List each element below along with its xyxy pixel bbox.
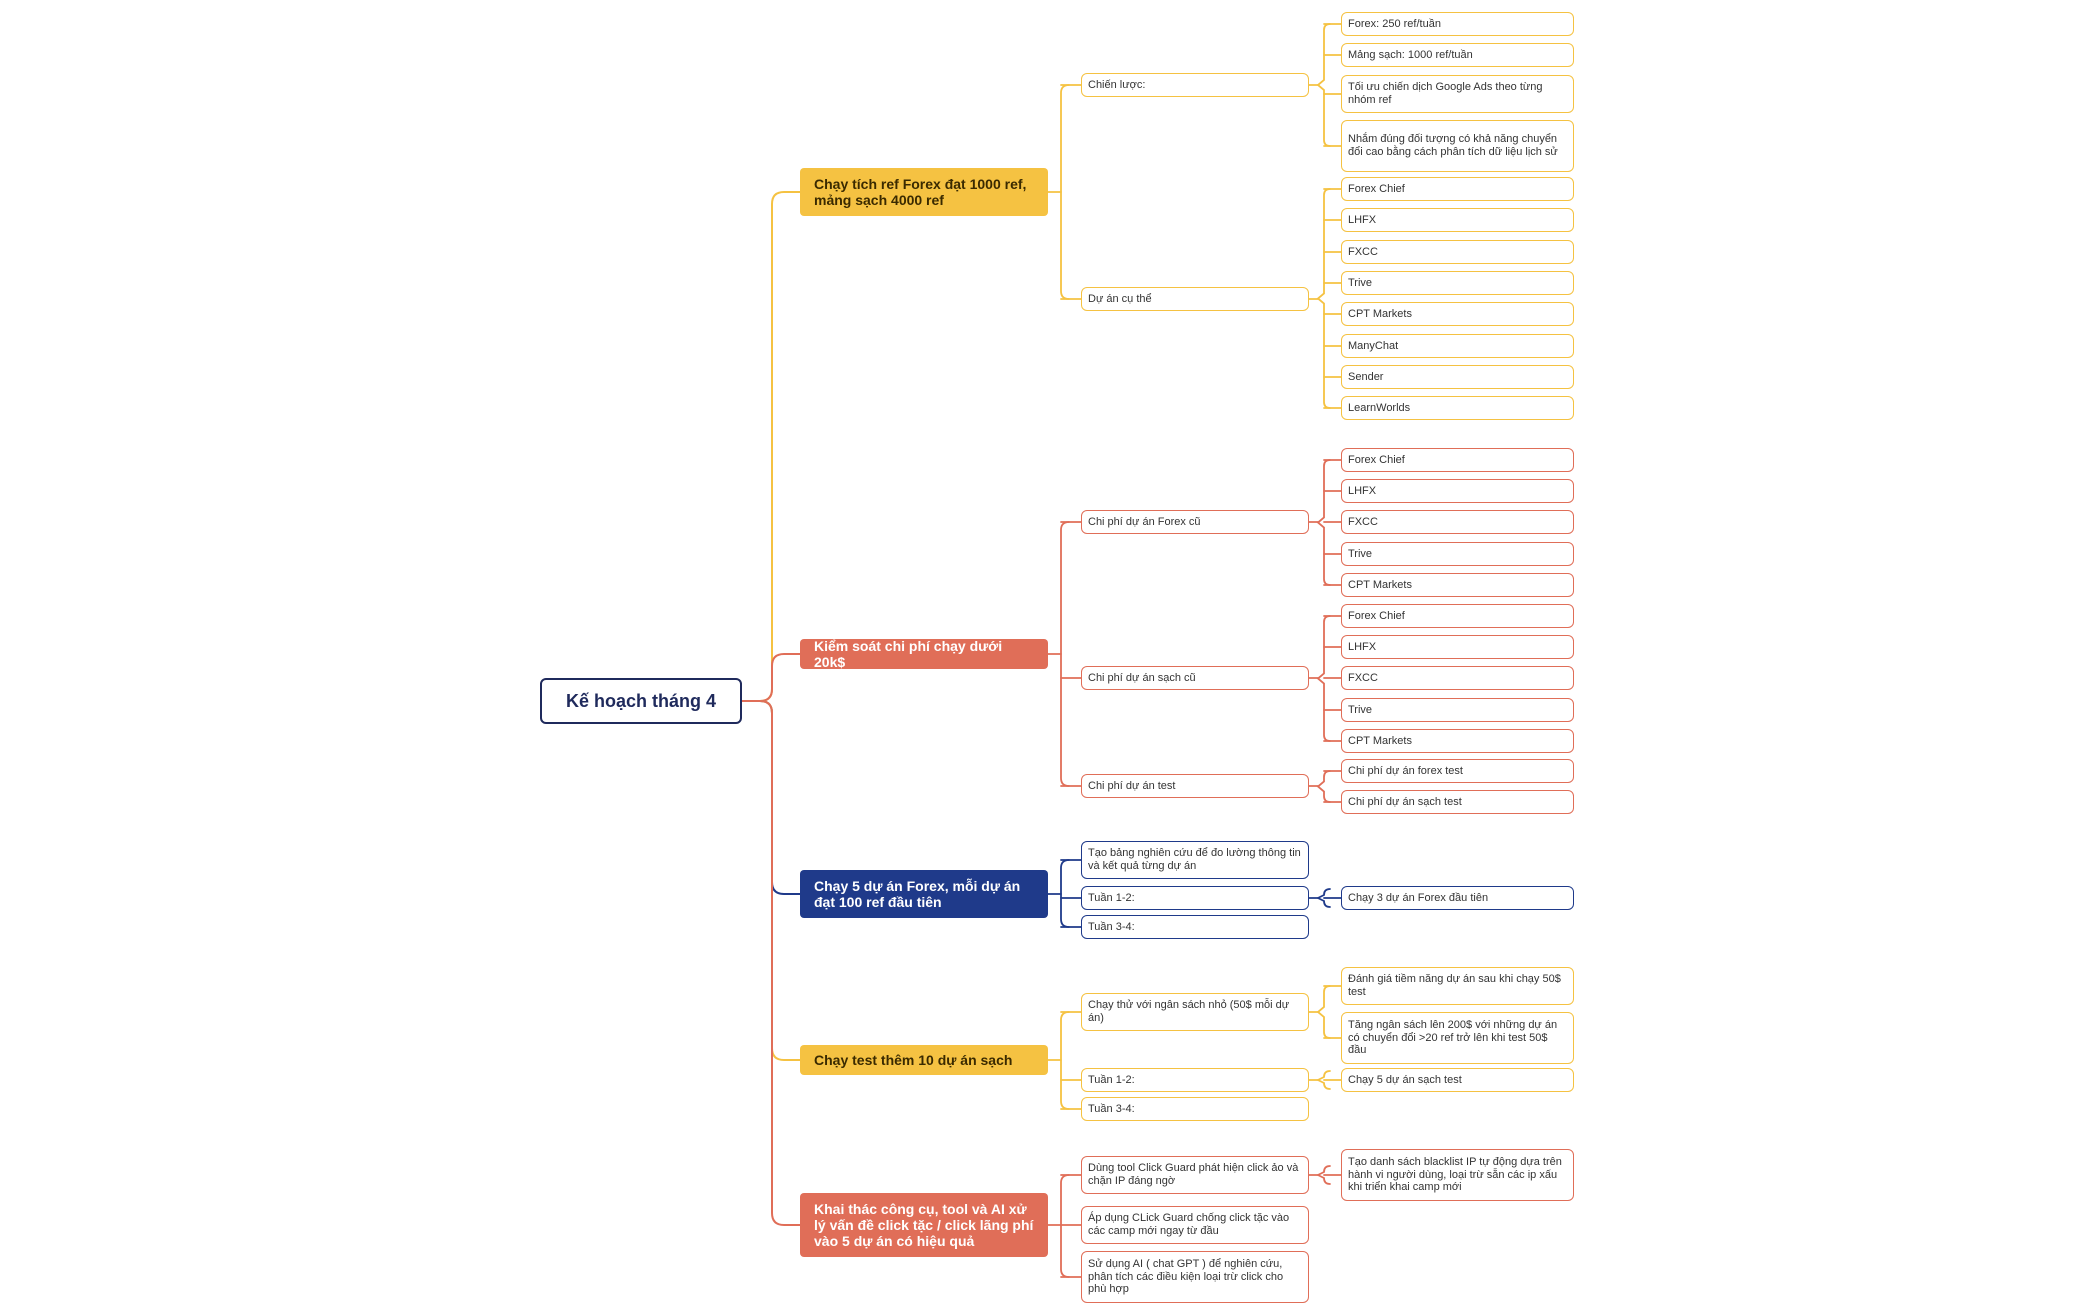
leaf-node[interactable]: Nhắm đúng đối tượng có khả năng chuyển đ… [1341, 120, 1574, 172]
leaf-node[interactable]: Mảng sạch: 1000 ref/tuần [1341, 43, 1574, 67]
root-branch-connector [741, 653, 801, 702]
leaf-node[interactable]: Tối ưu chiến dịch Google Ads theo từng n… [1341, 75, 1574, 113]
leaf-node[interactable]: FXCC [1341, 666, 1574, 690]
leaf-node[interactable]: CPT Markets [1341, 302, 1574, 326]
leaf-bracket [1316, 985, 1331, 1039]
branch-chay-5-du-an-forex[interactable]: Chạy 5 dự án Forex, mỗi dự án đạt 100 re… [800, 870, 1048, 918]
leaf-node[interactable]: Forex Chief [1341, 604, 1574, 628]
branch-khai-thac-cong-cu-ai[interactable]: Khai thác công cụ, tool và AI xử lý vấn … [800, 1193, 1048, 1257]
branch-kiem-soat-chi-phi[interactable]: Kiểm soát chi phí chạy dưới 20k$ [800, 639, 1048, 669]
leaf-node[interactable]: Forex Chief [1341, 448, 1574, 472]
leaf-node[interactable]: Chi phí dự án sạch test [1341, 790, 1574, 814]
root-branch-connector [741, 700, 801, 1061]
leaf-node[interactable]: Chi phí dự án forex test [1341, 759, 1574, 783]
leaf-bracket [1315, 1165, 1331, 1185]
sub-chay-thu-ngan-sach-nho[interactable]: Chạy thử với ngân sách nhỏ (50$ mỗi dự á… [1081, 993, 1309, 1031]
leaf-node[interactable]: CPT Markets [1341, 573, 1574, 597]
root-branch-connector [741, 700, 801, 1226]
leaf-bracket [1316, 459, 1331, 586]
sub-tuan-1-2[interactable]: Tuần 1-2: [1081, 886, 1309, 910]
sub-du-an-cu-the[interactable]: Dự án cụ thể [1081, 287, 1309, 311]
sub-ap-dung-click-guard[interactable]: Áp dụng CLick Guard chống click tặc vào … [1081, 1206, 1309, 1244]
leaf-bracket [1315, 1070, 1331, 1090]
sub-tao-bang-nghien-cuu[interactable]: Tạo bảng nghiên cứu để đo lường thông ti… [1081, 841, 1309, 879]
sub-chi-phi-forex-cu[interactable]: Chi phí dự án Forex cũ [1081, 510, 1309, 534]
leaf-node[interactable]: Forex: 250 ref/tuần [1341, 12, 1574, 36]
leaf-bracket [1316, 615, 1331, 742]
leaf-bracket [1315, 888, 1331, 908]
leaf-node[interactable]: Forex Chief [1341, 177, 1574, 201]
leaf-node[interactable]: LearnWorlds [1341, 396, 1574, 420]
leaf-node[interactable]: FXCC [1341, 510, 1574, 534]
leaf-node[interactable]: Trive [1341, 271, 1574, 295]
branch-sub-bracket [1060, 521, 1070, 787]
leaf-node[interactable]: Trive [1341, 698, 1574, 722]
leaf-node[interactable]: LHFX [1341, 635, 1574, 659]
leaf-bracket [1316, 23, 1331, 147]
branch-chay-test-du-an-sach[interactable]: Chạy test thêm 10 dự án sạch [800, 1045, 1048, 1075]
leaf-node[interactable]: Chạy 5 dự án sạch test [1341, 1068, 1574, 1092]
root-topic[interactable]: Kế hoạch tháng 4 [540, 678, 742, 724]
sub-su-dung-ai[interactable]: Sử dụng AI ( chat GPT ) để nghiên cứu, p… [1081, 1251, 1309, 1303]
sub-tuan-3-4[interactable]: Tuần 3-4: [1081, 1097, 1309, 1121]
leaf-node[interactable]: Sender [1341, 365, 1574, 389]
root-branch-connector [741, 700, 801, 895]
leaf-node[interactable]: LHFX [1341, 208, 1574, 232]
leaf-node[interactable]: CPT Markets [1341, 729, 1574, 753]
leaf-node[interactable]: Trive [1341, 542, 1574, 566]
branch-sub-bracket [1060, 84, 1070, 300]
leaf-node[interactable]: Tăng ngân sách lên 200$ với những dự án … [1341, 1012, 1574, 1064]
sub-click-guard-tool[interactable]: Dùng tool Click Guard phát hiện click ảo… [1081, 1156, 1309, 1194]
leaf-node[interactable]: Tạo danh sách blacklist IP tự động dựa t… [1341, 1149, 1574, 1201]
branch-sub-bracket [1060, 859, 1070, 928]
leaf-node[interactable]: Đánh giá tiềm năng dự án sau khi chạy 50… [1341, 967, 1574, 1005]
branch-ref-forex[interactable]: Chạy tích ref Forex đạt 1000 ref, mảng s… [800, 168, 1048, 216]
leaf-node[interactable]: ManyChat [1341, 334, 1574, 358]
branch-sub-bracket [1060, 1174, 1070, 1278]
leaf-node[interactable]: LHFX [1341, 479, 1574, 503]
sub-tuan-3-4[interactable]: Tuần 3-4: [1081, 915, 1309, 939]
leaf-node[interactable]: FXCC [1341, 240, 1574, 264]
branch-sub-bracket [1060, 1011, 1070, 1110]
sub-chi-phi-sach-cu[interactable]: Chi phí dự án sạch cũ [1081, 666, 1309, 690]
leaf-bracket [1316, 770, 1331, 803]
sub-chien-luoc[interactable]: Chiến lược: [1081, 73, 1309, 97]
root-branch-connector [741, 191, 801, 702]
leaf-bracket [1316, 188, 1331, 409]
leaf-node[interactable]: Chạy 3 dự án Forex đầu tiên [1341, 886, 1574, 910]
sub-tuan-1-2[interactable]: Tuần 1-2: [1081, 1068, 1309, 1092]
sub-chi-phi-test[interactable]: Chi phí dự án test [1081, 774, 1309, 798]
